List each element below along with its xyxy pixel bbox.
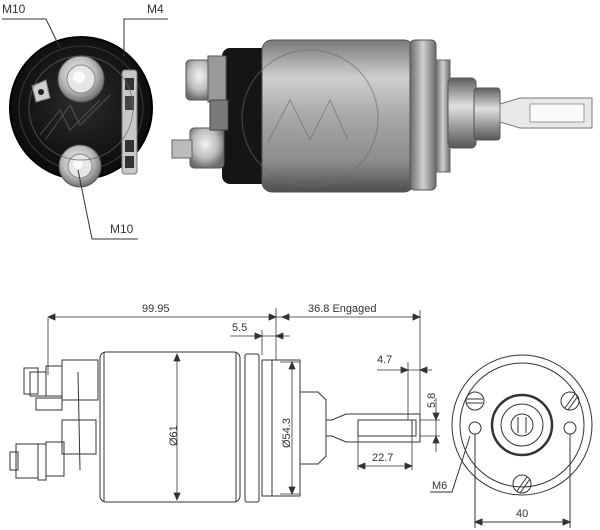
label-terminal-m10-top: M10: [2, 2, 26, 16]
dim-slot-height: 5.8: [426, 392, 438, 408]
dim-slot-width: 4.7: [377, 354, 393, 366]
dim-body-diameter: Ø61: [168, 425, 180, 446]
end-view-photo: [9, 36, 153, 188]
side-view-photo: [171, 39, 593, 193]
side-view-drawing: [9, 351, 421, 503]
dim-engaged-stroke: 36.8 Engaged: [308, 303, 377, 315]
front-view-drawing: [430, 354, 593, 528]
dim-flange-offset: 5.5: [232, 322, 248, 334]
label-terminal-m4: M4: [147, 2, 164, 16]
label-mount-thread: M6: [432, 480, 448, 492]
dim-overall-length: 99.95: [142, 303, 170, 315]
dimension-lines: [46, 308, 440, 502]
dim-flange-diameter: Ø54.3: [281, 418, 293, 448]
dim-plunger-length: 22.7: [372, 452, 394, 464]
photo-leader-lines: [2, 18, 168, 240]
label-terminal-m10-bottom: M10: [110, 222, 134, 236]
dim-mount-spacing: 40: [516, 508, 529, 520]
